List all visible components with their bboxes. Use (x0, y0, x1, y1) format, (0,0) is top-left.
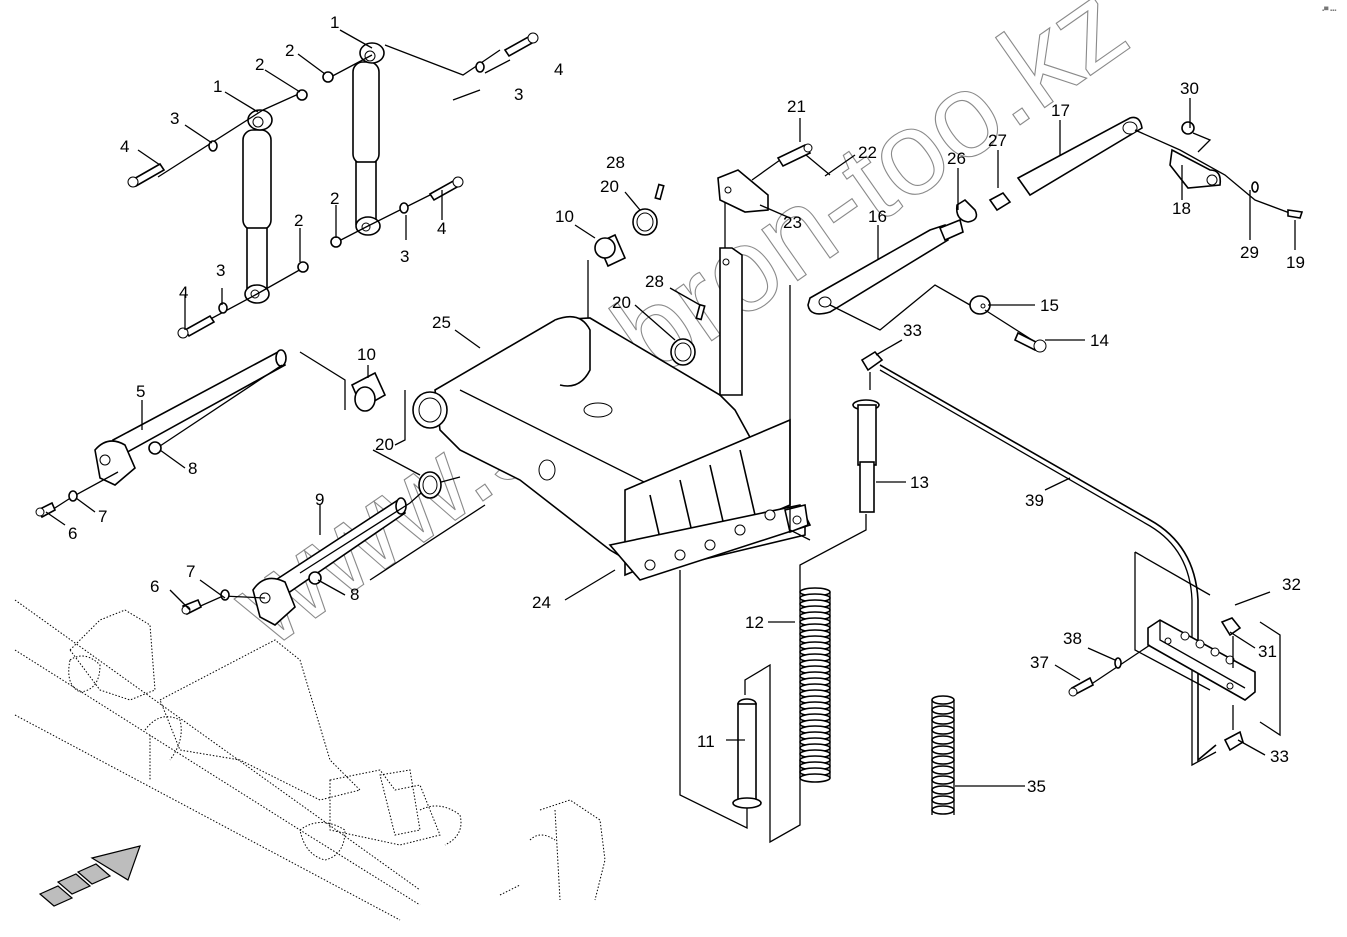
shock-absorber-left (242, 109, 273, 304)
callout-10: 10 (555, 207, 574, 226)
frame-context-outline (14, 599, 606, 921)
bushing-top (587, 233, 627, 318)
corner-mark: ▪▀ ▪▪▪ (1322, 6, 1336, 14)
callout-labels: 1 1 2 2 2 2 3 3 3 3 4 4 4 4 5 6 6 7 7 8 … (68, 13, 1305, 796)
callout-20: 20 (600, 177, 619, 196)
callout-2: 2 (330, 189, 339, 208)
coil-turn (931, 785, 955, 795)
callout-20: 20 (612, 293, 631, 312)
shock-absorber-right (352, 42, 385, 236)
callout-27: 27 (988, 131, 1007, 150)
callout-4: 4 (554, 60, 563, 79)
callout-4: 4 (437, 219, 446, 238)
leader-lines (45, 29, 1296, 787)
callout-1: 1 (213, 77, 222, 96)
pivot-pin-upper (35, 349, 406, 519)
washer-bolt-15-14 (969, 295, 1047, 353)
watermark: www.simbron-too.kz (208, 0, 1149, 672)
lever-arm-16 (789, 218, 971, 541)
leader-spring (744, 663, 801, 844)
callout-3: 3 (216, 261, 225, 280)
callout-25: 25 (432, 313, 451, 332)
sleeve-35 (931, 695, 955, 815)
bushing-left (350, 371, 387, 412)
spring-12 (799, 587, 831, 783)
callout-12: 12 (745, 613, 764, 632)
pivot-pin-lower (181, 476, 486, 626)
callout-28: 28 (606, 153, 625, 172)
callout-33: 33 (1270, 747, 1289, 766)
coil-turn (931, 715, 955, 725)
callout-35: 35 (1027, 777, 1046, 796)
callout-13: 13 (910, 473, 929, 492)
callout-4: 4 (179, 283, 188, 302)
coil-turn (799, 773, 831, 783)
coil-turn (931, 695, 955, 705)
vertical-rod (719, 200, 743, 396)
forward-travel-arrow-icon (38, 845, 141, 907)
callout-11: 11 (697, 732, 715, 751)
callout-29: 29 (1240, 243, 1259, 262)
coil-turn (931, 735, 955, 745)
callout-14: 14 (1090, 331, 1109, 350)
callout-7: 7 (186, 562, 195, 581)
callout-7: 7 (98, 507, 107, 526)
callout-8: 8 (350, 585, 359, 604)
callout-38: 38 (1063, 629, 1082, 648)
spring-pins (654, 183, 706, 321)
lube-line-39 (879, 364, 1217, 767)
callout-17: 17 (1051, 101, 1070, 120)
callout-16: 16 (868, 207, 887, 226)
coil-turn (931, 705, 955, 715)
coil-turn (931, 765, 955, 775)
callout-9: 9 (315, 490, 324, 509)
callout-3: 3 (514, 85, 523, 104)
callout-18: 18 (1172, 199, 1191, 218)
callout-30: 30 (1180, 79, 1199, 98)
callout-39: 39 (1025, 491, 1044, 510)
callout-8: 8 (188, 459, 197, 478)
lube-manifold (1068, 551, 1281, 752)
coil-turn (931, 775, 955, 785)
callout-20: 20 (375, 435, 394, 454)
callout-2: 2 (285, 41, 294, 60)
callout-32: 32 (1282, 575, 1301, 594)
callout-31: 31 (1258, 642, 1277, 661)
callout-6: 6 (150, 577, 159, 596)
coil-turn (931, 805, 955, 815)
seal-rings (418, 208, 696, 499)
callout-2: 2 (255, 55, 264, 74)
callout-5: 5 (136, 382, 145, 401)
callout-3: 3 (170, 109, 179, 128)
callout-22: 22 (858, 143, 877, 162)
callout-2: 2 (294, 211, 303, 230)
coil-turn (931, 755, 955, 765)
coil-turn (931, 795, 955, 805)
callout-23: 23 (783, 213, 802, 232)
callout-1: 1 (330, 13, 339, 32)
swing-frame (412, 315, 812, 581)
callout-24: 24 (532, 593, 551, 612)
callout-21: 21 (787, 97, 806, 116)
pin-11 (679, 570, 762, 830)
clevis-block (717, 143, 831, 213)
callout-6: 6 (68, 524, 77, 543)
coil-turn (931, 725, 955, 735)
callout-26: 26 (947, 149, 966, 168)
callout-28: 28 (645, 272, 664, 291)
callout-3: 3 (400, 247, 409, 266)
coil-turn (931, 745, 955, 755)
shock-fasteners (127, 32, 539, 339)
callout-4: 4 (120, 137, 129, 156)
callout-10: 10 (357, 345, 376, 364)
callout-19: 19 (1286, 253, 1305, 272)
callout-15: 15 (1040, 296, 1059, 315)
upper-linkage (955, 116, 1304, 223)
callout-33: 33 (903, 321, 922, 340)
king-pin-13 (799, 350, 884, 592)
callout-37: 37 (1030, 653, 1049, 672)
